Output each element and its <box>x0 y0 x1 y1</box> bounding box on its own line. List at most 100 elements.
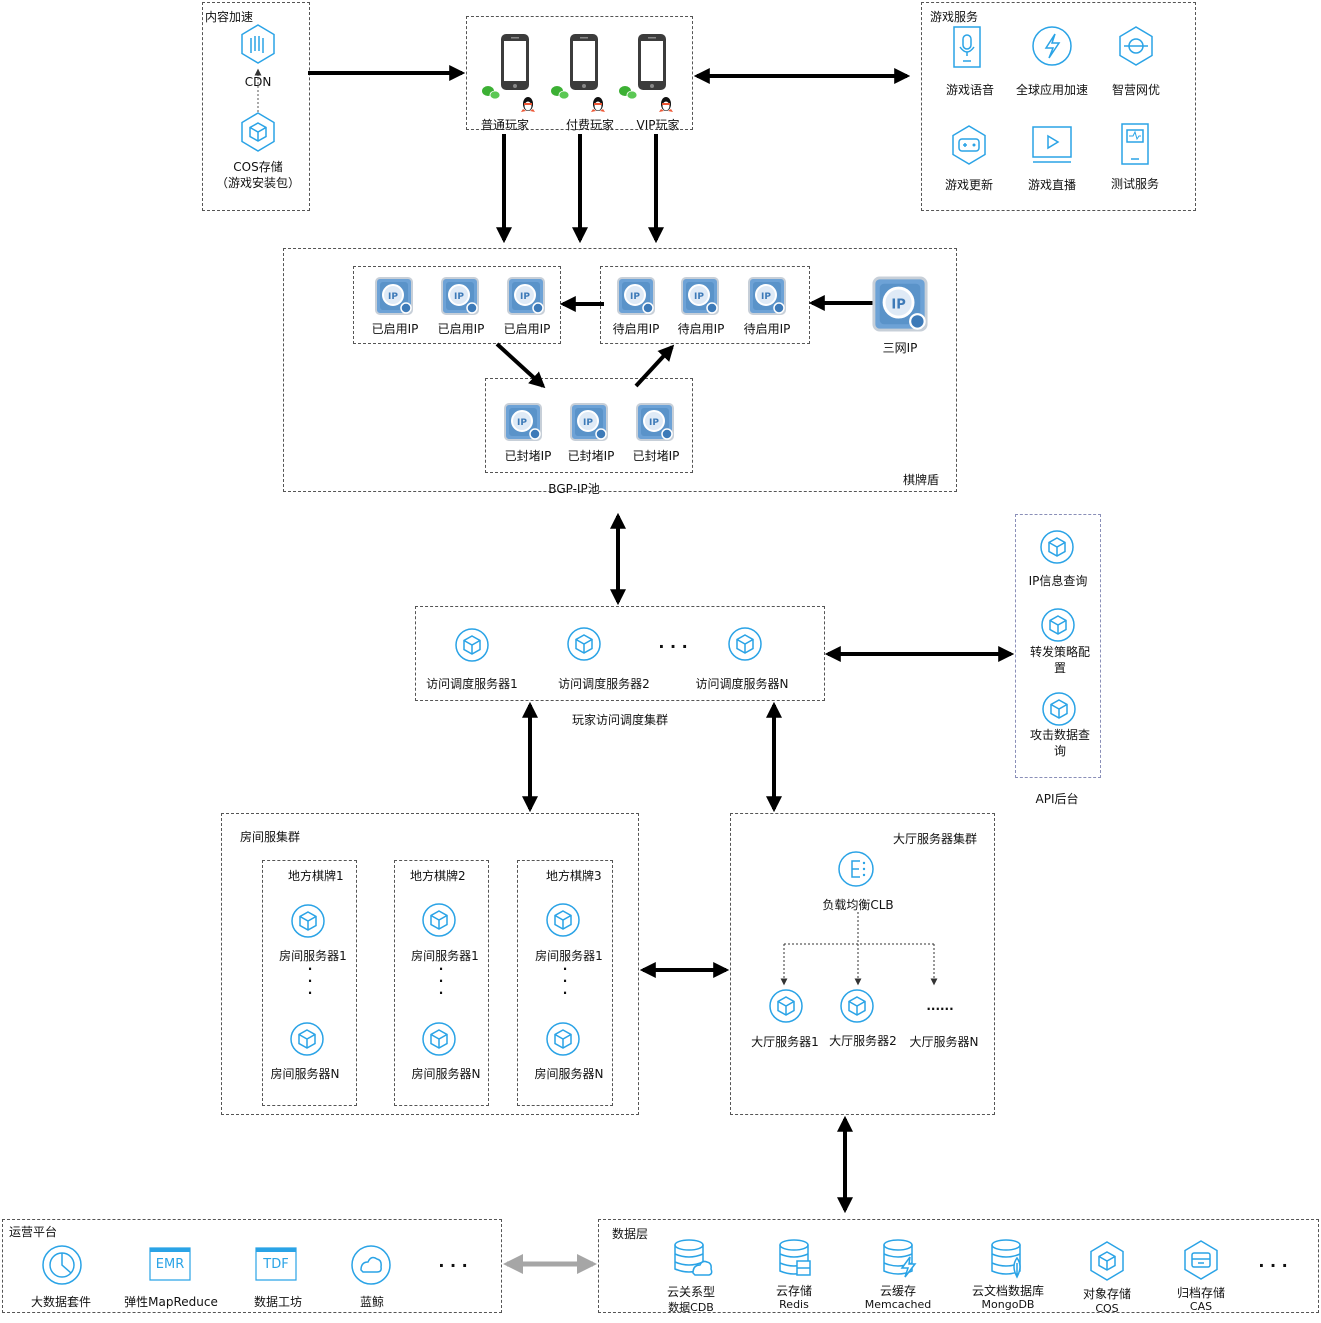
enabled-ip-label: 已启用IP <box>437 322 485 336</box>
qq-icon <box>521 97 535 112</box>
players-box <box>466 16 693 130</box>
hall-server-icon <box>840 989 874 1023</box>
memcached-label-line1: 云缓存 <box>879 1284 917 1298</box>
ops-box <box>2 1219 502 1313</box>
qq-icon <box>591 97 605 112</box>
smart-network-label: 智营网优 <box>1111 83 1161 97</box>
ip-icon <box>375 277 413 315</box>
room-server-n-label: 房间服务器N <box>411 1067 481 1081</box>
api-ip-query-label: IP信息查询 <box>1028 574 1088 588</box>
test-service-icon <box>1121 123 1149 165</box>
arrow-enabled-to-blocked <box>495 342 546 389</box>
dispatch-ellipsis: · · · <box>658 637 688 656</box>
content-accel-title: 内容加速 <box>205 10 254 24</box>
enabled-ip-label: 已启用IP <box>371 322 419 336</box>
api-attack-data-label: 攻击数据查 <box>1029 728 1091 742</box>
cdb-label-line2: 数据CDB <box>668 1301 714 1314</box>
room-group-title: 地方棋牌1 <box>288 869 344 883</box>
normal-player-phone-icon <box>501 34 529 90</box>
room-server-1-label: 房间服务器1 <box>279 949 347 963</box>
ops-ellipsis: · · · <box>438 1256 468 1275</box>
big-data-suite-label: 大数据套件 <box>30 1295 92 1309</box>
hall-server-label: 大厅服务器1 <box>751 1035 819 1049</box>
bluewhale-label: 蓝鲸 <box>359 1295 385 1309</box>
room-server-icon <box>291 904 325 938</box>
tdf-icon <box>255 1247 297 1281</box>
game-update-icon <box>952 125 986 165</box>
emr-icon-text: EMR <box>155 1257 185 1272</box>
three-net-ip-label: 三网IP <box>882 341 918 355</box>
ip-icon <box>570 403 608 441</box>
room-group-2-box <box>394 860 489 1106</box>
redis-database-icon <box>779 1239 811 1276</box>
vertical-ellipsis: ··· <box>307 962 313 1000</box>
ip-icon <box>441 277 479 315</box>
api-box <box>1015 514 1101 778</box>
hall-server-icon <box>769 989 803 1023</box>
cos-label-line1: COS存储 <box>233 160 283 174</box>
api-forward-policy-label-2: 置 <box>1053 661 1067 675</box>
hall-cluster-title: 大厅服务器集群 <box>893 832 978 846</box>
room-group-1-box <box>262 860 357 1106</box>
room-server-icon <box>546 903 580 937</box>
three-net-ip-icon <box>872 276 928 332</box>
game-voice-label: 游戏语音 <box>945 83 995 97</box>
tdf-icon-text: TDF <box>263 1257 289 1272</box>
data-layer-box <box>598 1219 1319 1313</box>
room-cluster-title: 房间服集群 <box>240 830 301 844</box>
hall-server-dots: ······ <box>926 1002 954 1016</box>
data-layer-ellipsis: · · · <box>1258 1256 1288 1275</box>
api-forward-policy-icon <box>1041 608 1075 642</box>
cos-label-line2: （游戏安装包） <box>215 176 301 190</box>
room-server-n-label: 房间服务器N <box>534 1067 604 1081</box>
game-voice-icon <box>953 26 981 68</box>
arrow-blocked-to-pending <box>634 344 675 388</box>
game-services-box <box>921 2 1196 211</box>
qq-icon <box>659 97 673 112</box>
bgp-ip-pool-label: BGP-IP池 <box>548 482 600 496</box>
paid-player-label: 付费玩家 <box>565 118 615 132</box>
room-group-title: 地方棋牌3 <box>546 869 602 883</box>
api-attack-data-label-2: 询 <box>1053 744 1067 758</box>
shield-label: 棋牌盾 <box>903 473 940 487</box>
mongodb-label-line1: 云文档数据库 <box>971 1284 1045 1298</box>
room-server-n-label: 房间服务器N <box>270 1067 340 1081</box>
cas-label-line1: 归档存储 <box>1176 1286 1226 1300</box>
dispatch-server-icon <box>567 627 601 661</box>
vertical-ellipsis: ··· <box>438 962 444 1000</box>
api-forward-policy-label: 转发策略配 <box>1029 645 1091 659</box>
api-attack-data-icon <box>1042 692 1076 726</box>
smart-network-icon <box>1119 26 1153 66</box>
test-service-label: 测试服务 <box>1110 177 1160 191</box>
vip-player-phone-icon <box>638 34 666 90</box>
api-backend-label: API后台 <box>1035 792 1079 806</box>
tdf-label: 数据工坊 <box>253 1295 303 1309</box>
dispatch-cluster-label: 玩家访问调度集群 <box>571 713 669 727</box>
cas-label-line2: CAS <box>1189 1300 1213 1313</box>
wechat-icon <box>481 85 501 100</box>
dispatch-server-label: 访问调度服务器N <box>695 677 789 691</box>
emr-label: 弹性MapReduce <box>124 1295 218 1309</box>
game-live-icon <box>1032 126 1072 163</box>
dispatch-server-icon <box>455 628 489 662</box>
paid-player-phone-icon <box>570 34 598 90</box>
shield-box <box>283 248 957 492</box>
emr-icon <box>149 1247 191 1281</box>
bluewhale-icon <box>351 1245 391 1285</box>
pending-ip-label: 待启用IP <box>677 322 725 336</box>
cos-object-storage-icon <box>1090 1241 1124 1281</box>
clb-label: 负载均衡CLB <box>822 898 894 912</box>
room-server-icon <box>422 903 456 937</box>
room-group-title: 地方棋牌2 <box>410 869 466 883</box>
dispatch-server-icon <box>728 627 762 661</box>
ip-icon <box>681 277 719 315</box>
memcached-database-icon <box>883 1239 917 1278</box>
hall-server-label: 大厅服务器2 <box>829 1034 897 1048</box>
global-accel-icon <box>1032 26 1072 66</box>
room-server-icon <box>290 1022 324 1056</box>
big-data-suite-icon <box>42 1245 82 1285</box>
cos-storage-icon <box>241 112 275 152</box>
wechat-icon <box>550 85 570 100</box>
blocked-ip-label: 已封堵IP <box>632 449 680 463</box>
